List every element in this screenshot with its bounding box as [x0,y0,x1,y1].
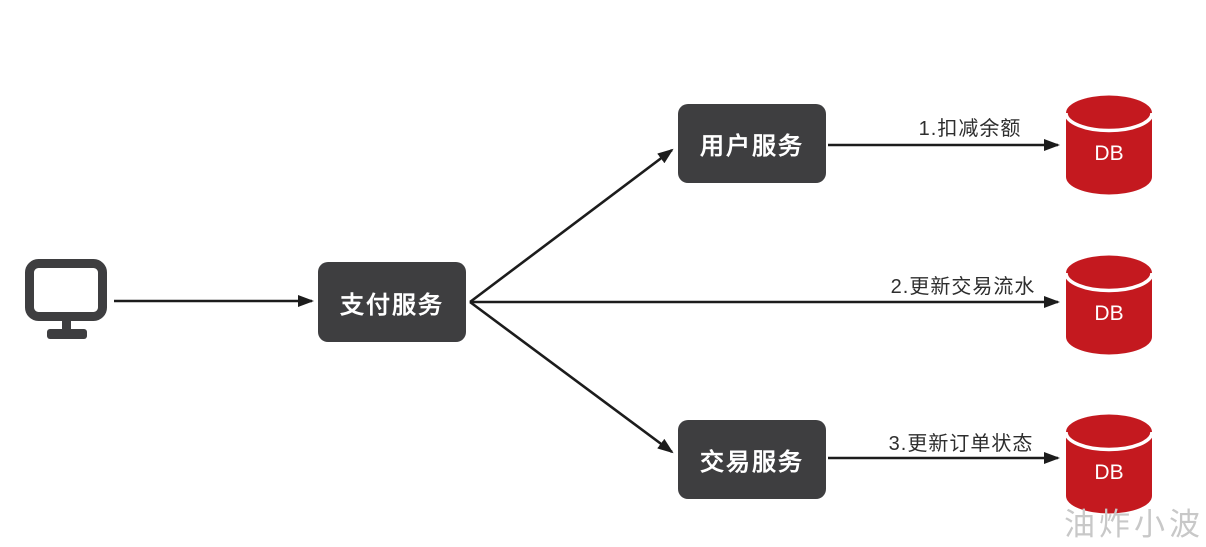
edge-label-deduct-balance: 1.扣减余额 [918,118,1022,140]
database-2-label: DB [1094,302,1123,325]
client-node [24,258,108,342]
node-trade-service-label: 交易服务 [700,449,804,476]
database-1-label: DB [1094,142,1123,165]
node-user-service: 用户服务 [678,104,826,183]
node-payment-service: 支付服务 [318,262,466,342]
database-cylinder-icon: DB [1064,414,1154,514]
database-3: DB [1064,412,1154,515]
database-cylinder-icon: DB [1064,95,1154,195]
edge-payment-to-trade [469,300,674,454]
node-trade-service: 交易服务 [678,420,826,499]
edge-payment-to-user [469,148,674,304]
database-cylinder-icon: DB [1064,255,1154,355]
node-user-service-label: 用户服务 [700,133,804,160]
database-2: DB [1064,253,1154,356]
monitor-icon [25,259,107,339]
database-1: DB [1064,93,1154,196]
edge-label-update-order-status: 3.更新订单状态 [888,433,1034,455]
node-payment-service-label: 支付服务 [340,291,444,319]
watermark: 油炸小波 [1064,507,1204,542]
edge-label-update-transaction-record: 2.更新交易流水 [890,276,1036,298]
database-3-label: DB [1094,461,1123,484]
